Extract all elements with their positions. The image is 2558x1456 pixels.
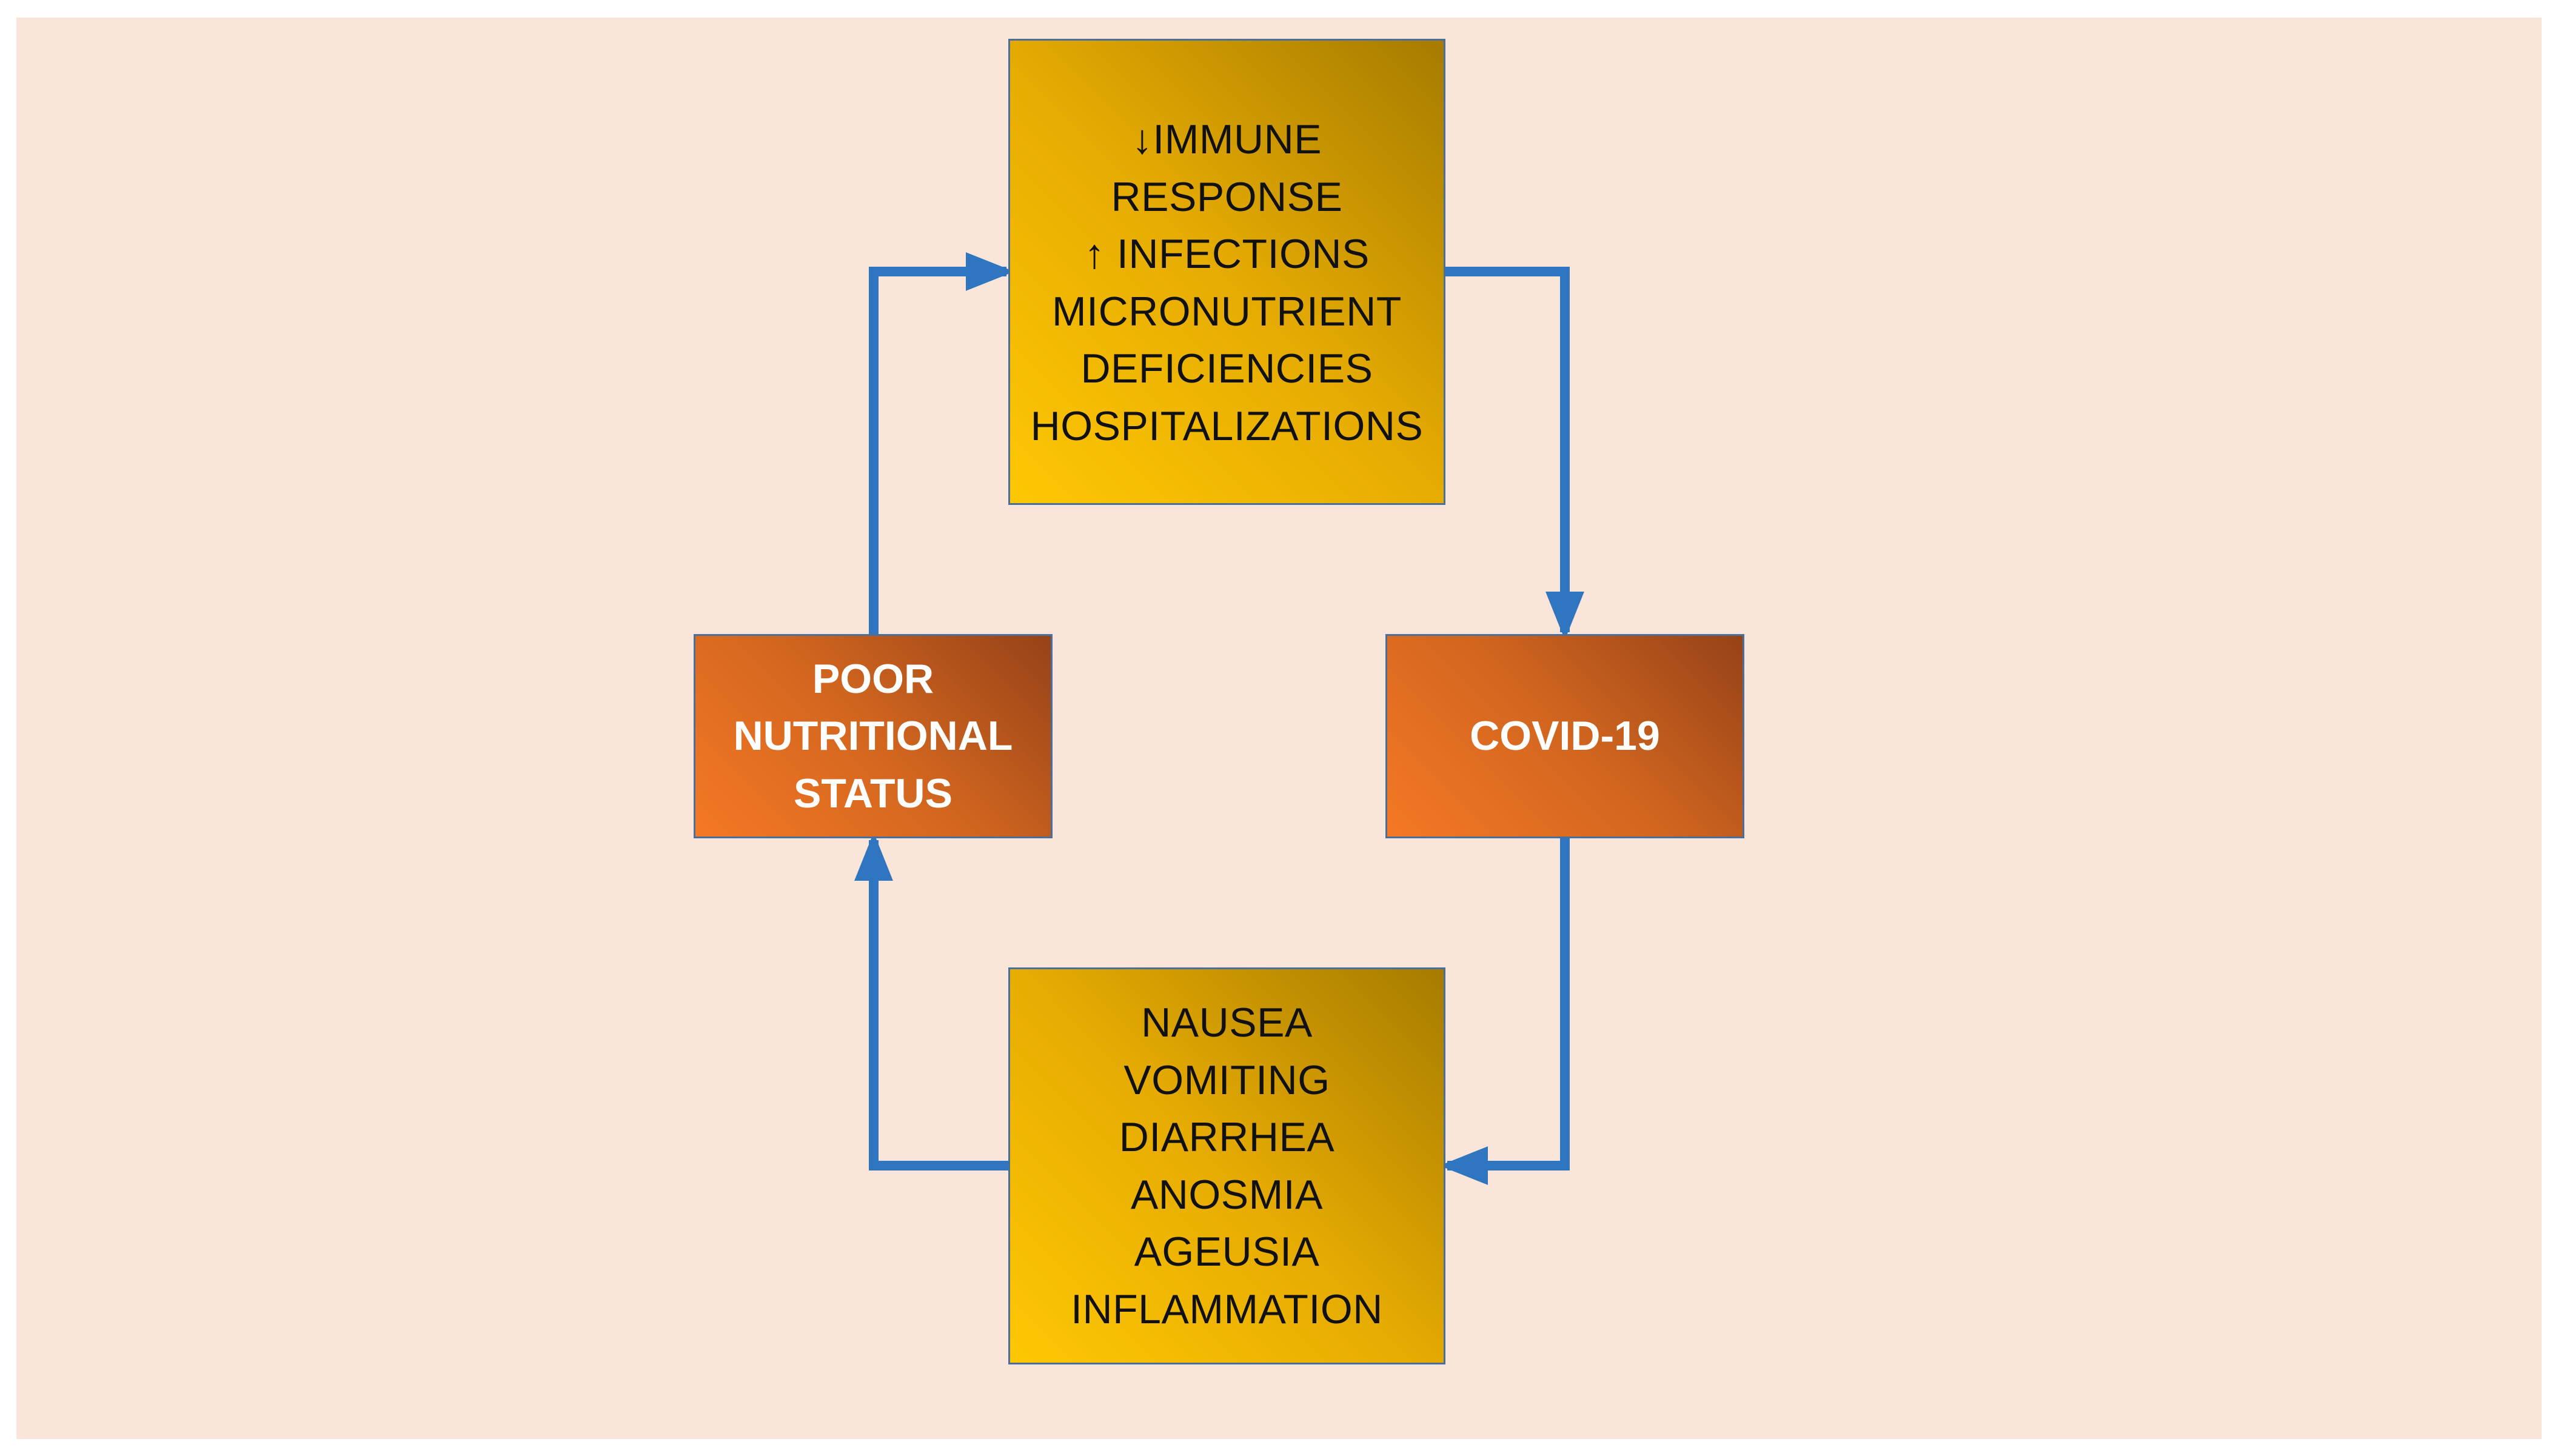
covid-19-box: COVID-19 bbox=[1385, 634, 1744, 838]
symptom-line: DIARRHEA bbox=[1119, 1114, 1335, 1160]
symptom-line: NAUSEA bbox=[1141, 1000, 1313, 1046]
nutrition-line: POOR bbox=[812, 655, 934, 702]
arrow-bottom-to-left bbox=[854, 832, 1008, 1170]
poor-nutritional-status-box: POOR NUTRITIONAL STATUS bbox=[694, 634, 1053, 838]
immune-response-line: RESPONSE bbox=[1111, 173, 1343, 220]
nutrition-line: STATUS bbox=[794, 770, 953, 816]
immune-response-line: ↓IMMUNE bbox=[1131, 116, 1322, 162]
symptom-line: AGEUSIA bbox=[1134, 1229, 1320, 1275]
immune-response-line: ↑ INFECTIONS bbox=[1084, 231, 1370, 277]
symptom-line: VOMITING bbox=[1123, 1057, 1330, 1103]
symptoms-box: NAUSEA VOMITING DIARRHEA ANOSMIA AGEUSIA… bbox=[1008, 967, 1445, 1364]
immune-response-text: ↓IMMUNE RESPONSE ↑ INFECTIONS MICRONUTRI… bbox=[1031, 111, 1424, 455]
nutrition-line: NUTRITIONAL bbox=[733, 713, 1013, 760]
symptoms-text: NAUSEA VOMITING DIARRHEA ANOSMIA AGEUSIA… bbox=[1071, 994, 1383, 1338]
poor-nutritional-status-text: POOR NUTRITIONAL STATUS bbox=[734, 650, 1013, 823]
covid-19-text: COVID-19 bbox=[1470, 707, 1660, 765]
symptom-line: ANOSMIA bbox=[1130, 1171, 1324, 1218]
immune-response-box: ↓IMMUNE RESPONSE ↑ INFECTIONS MICRONUTRI… bbox=[1008, 39, 1445, 505]
symptom-line: INFLAMMATION bbox=[1071, 1286, 1383, 1332]
covid-19-label: COVID-19 bbox=[1470, 713, 1660, 760]
arrow-left-to-top bbox=[869, 252, 1014, 634]
arrow-right-to-bottom bbox=[1439, 838, 1570, 1185]
immune-response-line: HOSPITALIZATIONS bbox=[1030, 402, 1424, 449]
immune-response-line: MICRONUTRIENT bbox=[1052, 288, 1402, 335]
arrow-top-to-right bbox=[1445, 267, 1584, 640]
immune-response-line: DEFICIENCIES bbox=[1080, 346, 1373, 392]
